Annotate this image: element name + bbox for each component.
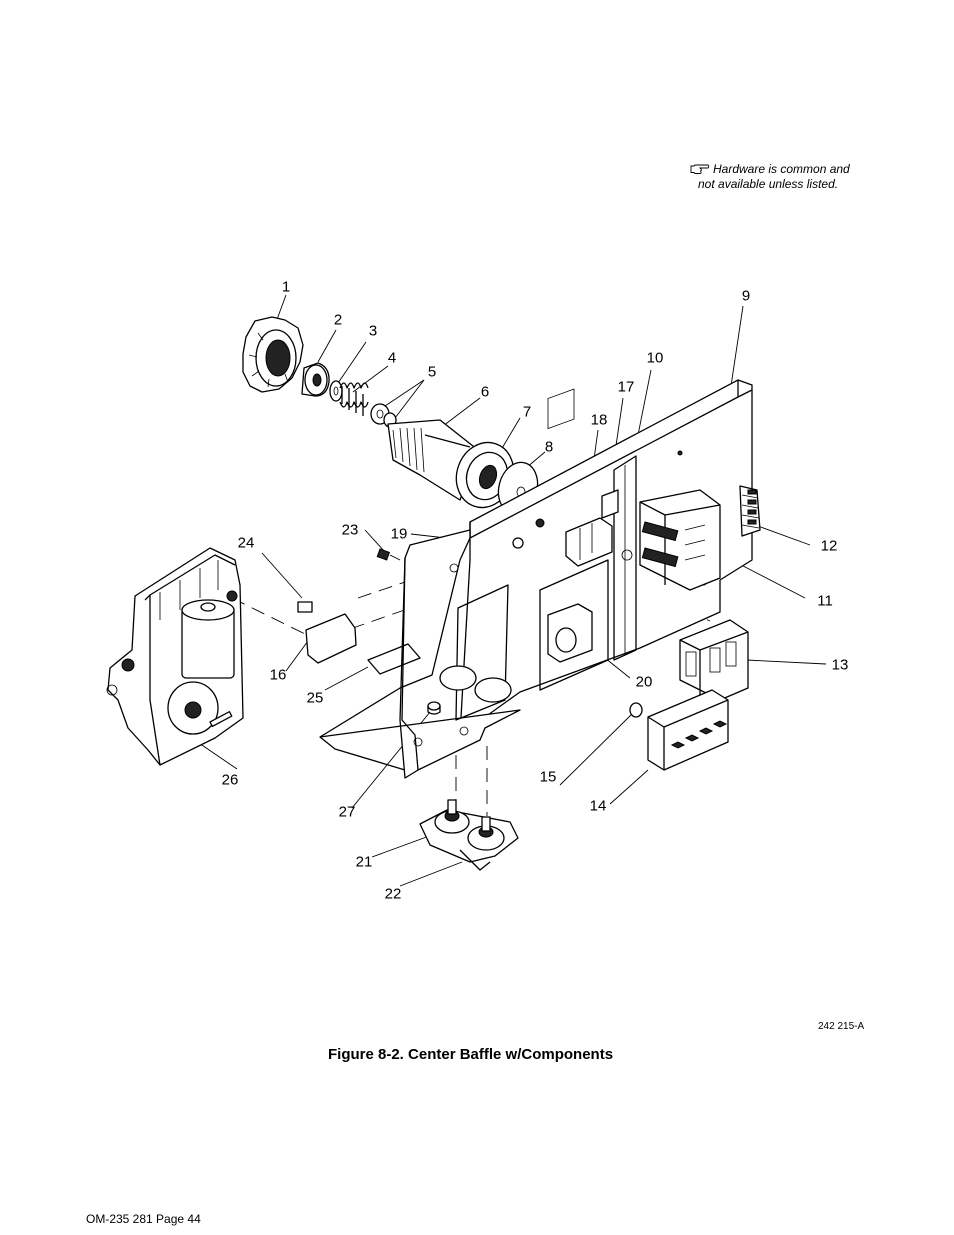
callout-17: 17: [617, 378, 635, 396]
callout-25: 25: [306, 689, 324, 707]
callout-10: 10: [646, 349, 664, 367]
drawing-id: 242 215-A: [818, 1021, 865, 1032]
callout-16: 16: [269, 666, 287, 684]
callout-26: 26: [221, 771, 239, 789]
callout-8: 8: [544, 438, 554, 456]
labels-part: [297, 601, 421, 675]
bearing-part: [301, 362, 330, 397]
callout-9: 9: [741, 287, 751, 305]
mount-feet-part: [419, 799, 519, 871]
knob-part: [242, 316, 304, 393]
callout-24: 24: [237, 534, 255, 552]
rectifier-part: [647, 689, 729, 771]
callout-7: 7: [522, 403, 532, 421]
callout-18: 18: [590, 411, 608, 429]
callout-2: 2: [333, 311, 343, 329]
note-line-1: Hardware is common and: [713, 162, 850, 176]
callout-11: 11: [817, 592, 833, 610]
callout-1: 1: [281, 278, 291, 296]
callout-3: 3: [368, 322, 378, 340]
spring-part: [339, 382, 369, 416]
note-line-2: not available unless listed.: [698, 177, 839, 191]
callout-4: 4: [387, 349, 397, 367]
callout-19: 19: [390, 525, 408, 543]
callout-6: 6: [480, 383, 490, 401]
connector-part: [376, 548, 401, 561]
small-disc-part: [629, 702, 643, 718]
terminal-block-part: [739, 485, 761, 537]
callout-27: 27: [338, 803, 356, 821]
callout-14: 14: [589, 797, 607, 815]
pin-part: [427, 701, 441, 715]
pointing-hand-icon: [690, 164, 710, 174]
base-frame: [319, 529, 521, 779]
page-footer: OM-235 281 Page 44: [86, 1212, 201, 1226]
callout-15: 15: [539, 768, 557, 786]
washer-part: [329, 380, 343, 402]
contactor-part: [679, 619, 749, 701]
transformer-part: [639, 489, 721, 591]
callout-20: 20: [635, 673, 653, 691]
callout-23: 23: [341, 521, 359, 539]
callout-22: 22: [384, 885, 402, 903]
hub-part: [387, 419, 479, 501]
small-components: [565, 489, 619, 567]
module-part: [547, 603, 593, 663]
callout-21: 21: [355, 853, 373, 871]
callout-12: 12: [820, 537, 838, 555]
callout-5: 5: [427, 363, 437, 381]
drive-assembly-part: [106, 547, 244, 766]
figure-caption: Figure 8-2. Center Baffle w/Components: [328, 1046, 614, 1063]
callout-13: 13: [831, 656, 849, 674]
